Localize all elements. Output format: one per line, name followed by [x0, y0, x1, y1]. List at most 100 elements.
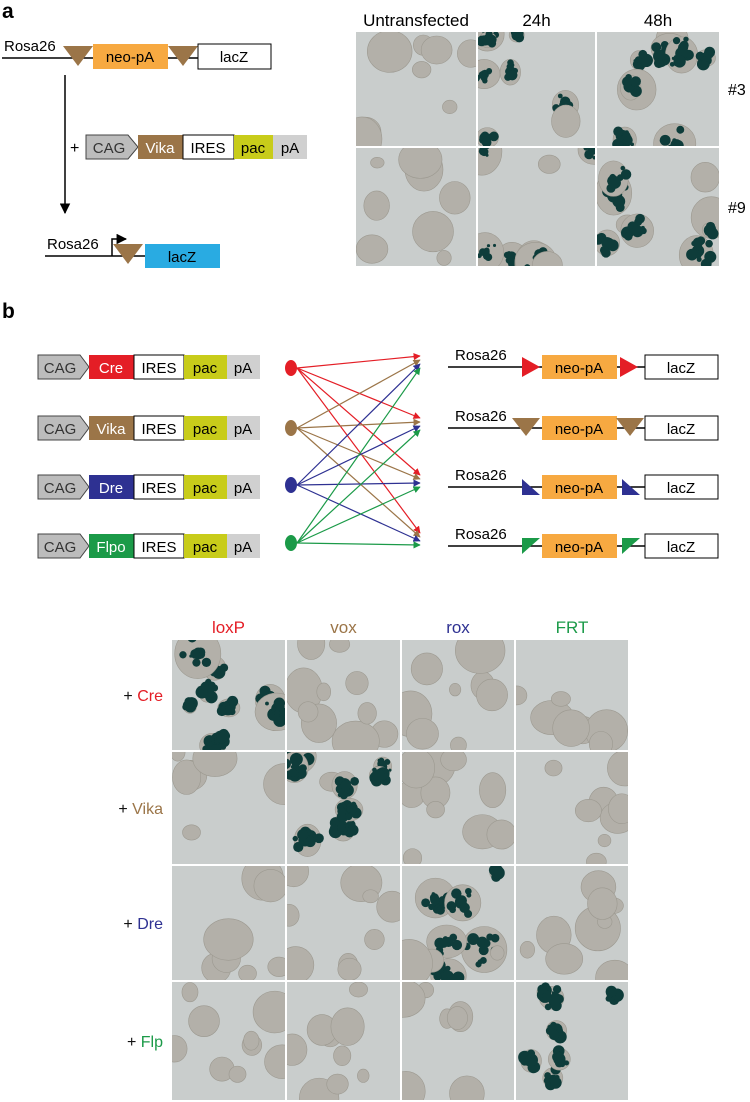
lacz-stain	[541, 993, 548, 999]
lacz-stain	[481, 137, 492, 146]
lacz-stain	[485, 153, 489, 157]
recombination-arrow	[296, 541, 421, 549]
lacz-stain	[190, 649, 200, 659]
colony	[333, 1045, 352, 1066]
source-node-dre	[285, 477, 297, 493]
colony	[264, 1044, 285, 1079]
transcription-start-arrow	[111, 233, 128, 256]
recombination-arrow	[296, 367, 421, 476]
lacz-stain	[464, 909, 473, 918]
micrograph-b-r2c0	[172, 866, 285, 980]
vox-site-left	[63, 46, 93, 66]
locus-label: Rosa26	[455, 408, 507, 425]
lacz-stain	[599, 245, 609, 255]
colony	[586, 852, 607, 864]
cag-promoter	[37, 415, 90, 441]
micrograph-a-r0c2	[597, 32, 719, 146]
panel-a-transfection: + CAG Vika IRES pac pA	[70, 134, 307, 160]
lacz-stain	[467, 933, 480, 946]
micrograph-a-r1c1	[478, 148, 595, 266]
colony	[316, 682, 332, 702]
recombination-arrow	[296, 359, 421, 429]
cassette-box	[542, 534, 617, 558]
colony	[412, 211, 454, 253]
lacz-stain	[484, 148, 490, 150]
micrograph-b-r1c1	[287, 752, 400, 864]
vika-box	[138, 135, 183, 159]
grid-row-label: + Vika	[118, 801, 163, 818]
lacz-label: lacZ	[667, 360, 695, 377]
locus-label: Rosa26	[4, 38, 56, 55]
recombination-arrow	[296, 427, 421, 480]
lacz-stain	[436, 905, 445, 915]
lacz-stain	[221, 705, 227, 710]
micrograph-b-r3c0	[172, 982, 285, 1100]
micrograph-a-r1c0	[356, 148, 476, 266]
lacz-stain	[628, 85, 633, 90]
lacz-stain	[478, 74, 480, 82]
lacz-stain	[197, 689, 203, 694]
lacz-stain	[546, 1081, 551, 1086]
lacz-stain	[607, 992, 613, 998]
recombination-arrow	[296, 484, 421, 542]
lacz-stain	[273, 697, 285, 710]
recombinase-label: Flpo	[96, 539, 125, 556]
lacz-stain	[481, 941, 486, 946]
column-header: 48h	[644, 11, 672, 30]
colony	[551, 691, 571, 707]
lacz-stain	[224, 705, 231, 712]
lacz-stain	[205, 690, 218, 704]
column-header: 24h	[522, 11, 550, 30]
micrograph-b-r3c2	[402, 982, 514, 1100]
lacz-stain	[288, 768, 298, 777]
lacz-stain	[615, 143, 624, 146]
colony	[607, 752, 628, 787]
row-recombinase: Dre	[137, 916, 163, 933]
colony	[402, 1071, 426, 1100]
lacz-stain	[704, 56, 709, 62]
lacz-stain	[692, 237, 704, 248]
recombinase-box	[89, 355, 134, 379]
lacz-stain	[493, 243, 497, 247]
lacz-stain	[638, 49, 648, 59]
lacz-stain	[478, 148, 488, 156]
pac-box	[184, 416, 227, 440]
ires-label: IRES	[190, 140, 225, 157]
grid-column-header: rox	[446, 618, 470, 637]
cassette-label: neo-pA	[555, 421, 603, 438]
recombination-arrow	[296, 427, 421, 538]
lacz-stain	[187, 702, 195, 711]
lacz-stain	[201, 657, 212, 667]
colony	[188, 1005, 220, 1037]
micrograph-a-r0c1	[478, 25, 595, 146]
colony	[551, 104, 581, 138]
lacz-stain	[489, 131, 499, 142]
lacz-stain	[676, 125, 685, 134]
lacz-stain	[705, 221, 716, 232]
lacz-stain	[484, 25, 489, 30]
lacz-stain	[314, 833, 324, 844]
lacz-stain	[679, 40, 689, 50]
lacz-stain	[506, 67, 510, 72]
lacz-stain	[480, 35, 487, 42]
lacz-stain	[480, 74, 488, 82]
lacz-stain	[544, 1072, 552, 1079]
colony	[287, 946, 315, 980]
colony	[287, 1033, 308, 1066]
micrograph-b-r0c2	[402, 640, 514, 750]
colony	[263, 763, 285, 806]
result-locus-label: Rosa26	[47, 236, 99, 253]
colony	[192, 752, 238, 777]
lacz-stain	[347, 824, 359, 836]
panel-b-label: b	[2, 300, 15, 323]
colony	[544, 759, 563, 777]
pa-label: pA	[234, 480, 252, 497]
lacz-stain	[192, 658, 201, 667]
colony	[476, 678, 508, 712]
colony	[172, 1035, 188, 1063]
vox-site-result	[113, 244, 143, 264]
lacz-stain	[507, 59, 514, 66]
lacz-stain	[350, 776, 359, 786]
